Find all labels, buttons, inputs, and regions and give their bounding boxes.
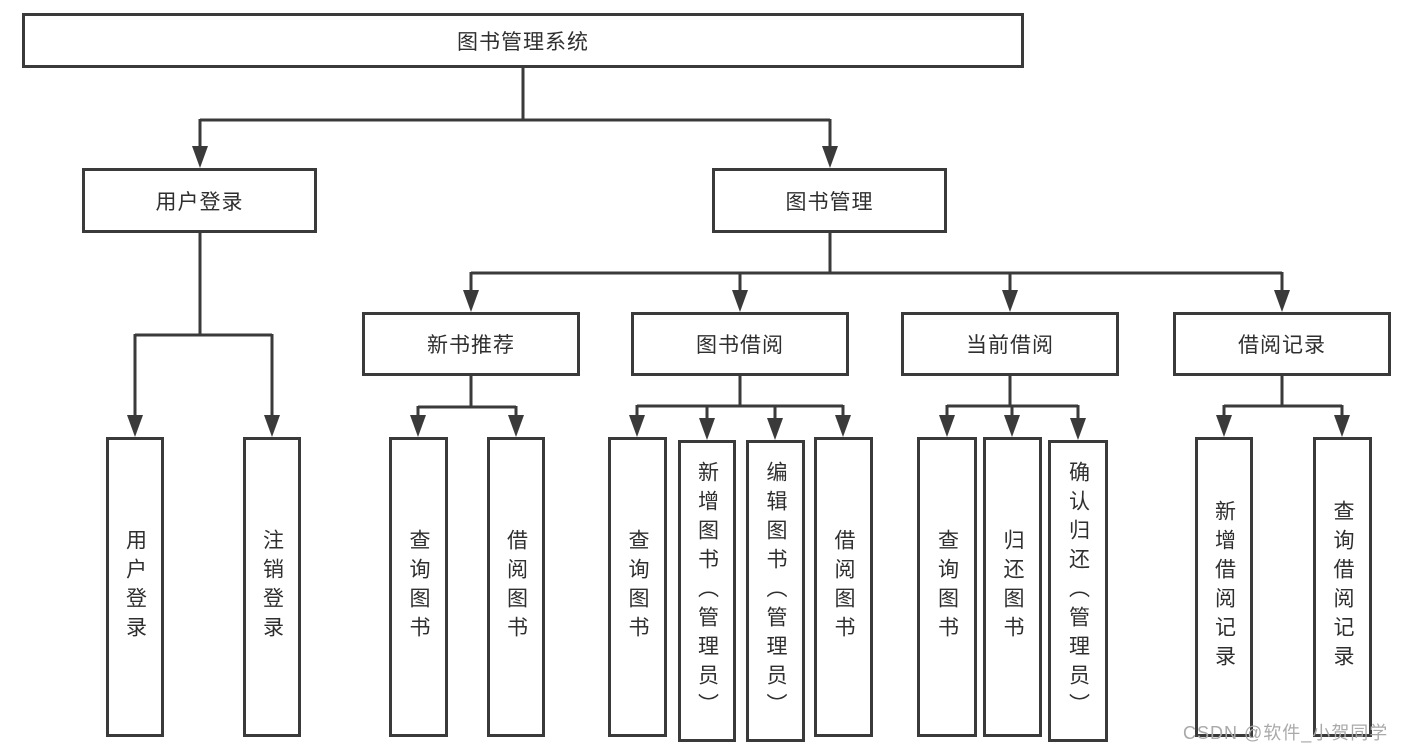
watermark-text: CSDN @软件_小贺同学 [1183,723,1389,743]
leaf-recommend-borrow-books: 借阅图书 [487,437,545,737]
leaf-current-confirm-return-admin-label: 确认归还（管理员） [1066,460,1090,722]
leaf-recommend-borrow-books-label: 借阅图书 [504,529,528,645]
leaf-borrowing-borrow-books: 借阅图书 [814,437,873,737]
leaf-records-query-record: 查询借阅记录 [1313,437,1372,737]
node-user-login: 用户登录 [82,168,317,233]
node-book-management: 图书管理 [712,168,947,233]
leaf-records-add-record: 新增借阅记录 [1195,437,1253,737]
leaf-borrowing-edit-books-admin-label: 编辑图书（管理员） [764,460,787,722]
leaf-user-login-label: 用户登录 [123,529,147,645]
node-new-book-recommend: 新书推荐 [362,312,580,376]
leaf-records-query-record-label: 查询借阅记录 [1331,500,1354,674]
node-current-borrowing: 当前借阅 [901,312,1119,376]
node-new-book-recommend-label: 新书推荐 [427,334,515,357]
node-book-management-label: 图书管理 [785,190,874,214]
leaf-borrowing-query-books: 查询图书 [608,437,667,737]
node-book-borrowing: 图书借阅 [631,312,849,376]
leaf-borrowing-query-books-label: 查询图书 [626,529,649,645]
leaf-current-return-books-label: 归还图书 [1001,529,1024,645]
leaf-current-query-books: 查询图书 [917,437,977,737]
node-root-system: 图书管理系统 [22,13,1024,68]
node-borrowing-records: 借阅记录 [1173,312,1391,376]
leaf-borrowing-add-books-admin-label: 新增图书（管理员） [695,460,719,722]
node-current-borrowing-label: 当前借阅 [966,334,1054,357]
leaf-current-confirm-return-admin: 确认归还（管理员） [1048,440,1108,742]
node-root-system-label: 图书管理系统 [457,30,589,54]
leaf-recommend-query-books-label: 查询图书 [407,529,430,645]
leaf-user-login: 用户登录 [106,437,164,737]
leaf-logout: 注销登录 [243,437,301,737]
leaf-logout-label: 注销登录 [260,529,284,645]
leaf-borrowing-borrow-books-label: 借阅图书 [832,529,855,645]
node-borrowing-records-label: 借阅记录 [1238,334,1326,357]
leaf-current-return-books: 归还图书 [983,437,1042,737]
node-user-login-label: 用户登录 [155,190,244,214]
leaf-current-query-books-label: 查询图书 [935,529,959,645]
leaf-records-add-record-label: 新增借阅记录 [1212,500,1236,674]
leaf-borrowing-add-books-admin: 新增图书（管理员） [678,440,736,742]
leaf-recommend-query-books: 查询图书 [389,437,448,737]
leaf-borrowing-edit-books-admin: 编辑图书（管理员） [746,440,805,742]
node-book-borrowing-label: 图书借阅 [696,334,784,357]
